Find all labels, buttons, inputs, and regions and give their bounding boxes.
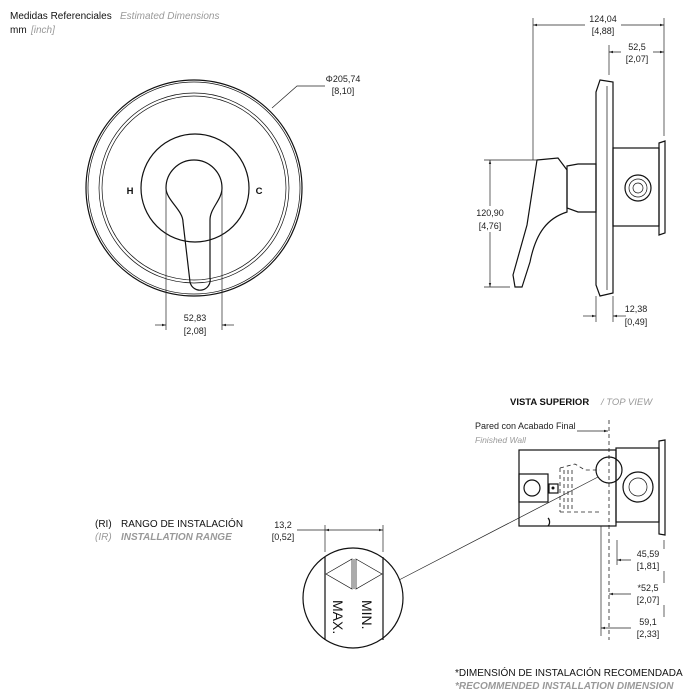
depth-total-in: [4,88]	[592, 26, 615, 36]
plate-in: [0,49]	[625, 317, 648, 327]
detail-circle	[302, 547, 404, 649]
valve-body-top	[518, 449, 617, 527]
title-es: Medidas Referenciales	[10, 11, 112, 22]
dim3-in: [2,33]	[637, 629, 660, 639]
front-view: H C 52,83 [2,08] Φ205,74 [8,10]	[85, 74, 361, 336]
diameter-mm: Φ205,74	[326, 74, 361, 84]
cold-label: C	[256, 186, 263, 197]
hub-side	[566, 163, 597, 213]
range-code-en: (IR)	[95, 532, 112, 543]
body-depth-mm: 52,5	[628, 42, 646, 52]
note-es: *DIMENSIÓN DE INSTALACIÓN RECOMENDADA	[455, 666, 683, 679]
plate-mm: 12,38	[625, 304, 648, 314]
dim3-mm: 59,1	[639, 617, 657, 627]
escutcheon-plate	[595, 79, 614, 297]
dim2-in: [2,07]	[637, 595, 660, 605]
escutcheon-inner	[98, 92, 290, 284]
lever-handle	[165, 159, 223, 291]
footer: *DIMENSIÓN DE INSTALACIÓN RECOMENDADA *R…	[455, 666, 683, 692]
top-view-title-en: / TOP VIEW	[600, 397, 653, 408]
range-label-es: RANGO DE INSTALACIÓN	[121, 517, 243, 530]
max-label: MAX.	[330, 600, 346, 634]
height-in: [4,76]	[479, 221, 502, 231]
note-en: *RECOMMENDED INSTALLATION DIMENSION	[455, 681, 674, 692]
min-label: MIN.	[359, 600, 375, 630]
valve-body	[612, 147, 660, 227]
handle-width-in: [2,08]	[184, 326, 207, 336]
installation-range: (RI) RANGO DE INSTALACIÓN (IR) INSTALLAT…	[95, 517, 404, 649]
hub	[140, 133, 250, 243]
hot-label: H	[127, 186, 134, 197]
valve-port	[624, 174, 652, 202]
range-mm: 13,2	[274, 520, 292, 530]
dim1-mm: 45,59	[637, 549, 660, 559]
range-diamond-icon	[325, 558, 383, 590]
range-code-es: (RI)	[95, 519, 112, 530]
lever-side	[512, 157, 568, 288]
range-in: [0,52]	[272, 532, 295, 542]
body-depth-in: [2,07]	[626, 54, 649, 64]
valve-port-top	[622, 471, 654, 503]
dim2-mm: *52,5	[637, 583, 658, 593]
top-view: VISTA SUPERIOR / TOP VIEW Pared con Acab…	[398, 397, 666, 640]
handle-width-mm: 52,83	[184, 313, 207, 323]
escutcheon-outer	[85, 79, 303, 297]
height-mm: 120,90	[476, 208, 504, 218]
title-en: Estimated Dimensions	[120, 11, 219, 22]
diameter-in: [8,10]	[332, 86, 355, 96]
wall-label-en: Finished Wall	[475, 435, 527, 445]
depth-total-mm: 124,04	[589, 14, 617, 24]
header: Medidas Referenciales Estimated Dimensio…	[10, 11, 219, 36]
unit-inch: [inch]	[30, 25, 55, 36]
side-view: 124,04 [4,88] 52,5 [2,07] 120,90 [4,76] …	[474, 14, 666, 327]
range-label-en: INSTALLATION RANGE	[121, 532, 232, 543]
wall-label-es: Pared con Acabado Final	[475, 421, 576, 431]
unit-mm: mm	[10, 25, 27, 36]
detail-callout	[595, 456, 623, 484]
top-view-title-es: VISTA SUPERIOR	[510, 397, 589, 408]
dim1-in: [1,81]	[637, 561, 660, 571]
